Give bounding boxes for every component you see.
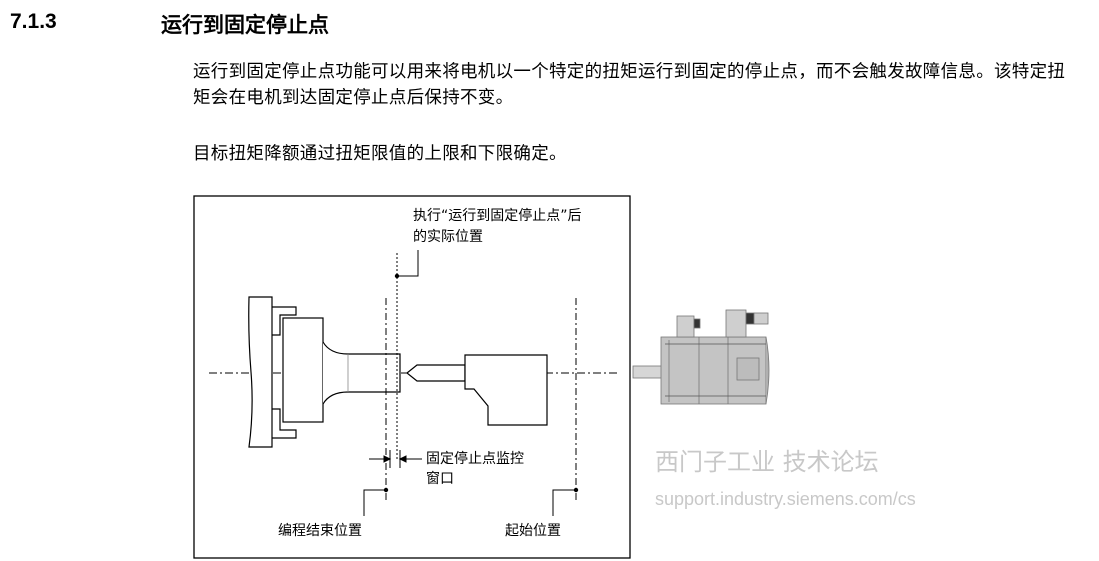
start-position-leader xyxy=(552,489,576,516)
label-actual-position-1: 执行“运行到固定停止点”后 xyxy=(413,207,582,224)
workpiece xyxy=(282,317,401,423)
figure-frame xyxy=(193,195,631,559)
section-title: 运行到固定停止点 xyxy=(161,13,329,37)
tailstock xyxy=(406,354,548,426)
label-start-position: 起始位置 xyxy=(505,523,561,539)
monitoring-window-marker xyxy=(369,450,422,468)
watermark-line2: support.industry.siemens.com/cs xyxy=(655,489,916,509)
paragraph-torque: 目标扭矩降额通过扭矩限值的上限和下限确定。 xyxy=(193,144,567,164)
programmed-end-leader xyxy=(363,489,386,516)
servo-motor-image xyxy=(632,309,770,405)
paragraph-description: 运行到固定停止点功能可以用来将电机以一个特定的扭矩运行到固定的停止点，而不会触发… xyxy=(193,62,1066,108)
watermark-line1: 西门子工业 技术论坛 xyxy=(655,448,879,476)
label-programmed-end: 编程结束位置 xyxy=(278,523,362,539)
chuck xyxy=(248,296,297,448)
label-monitoring-window-2: 窗口 xyxy=(426,470,454,487)
actual-position-leader xyxy=(397,250,419,277)
label-actual-position-2: 的实际位置 xyxy=(413,229,483,245)
watermark: 西门子工业 技术论坛 support.industry.siemens.com/… xyxy=(655,448,916,509)
section-number: 7.1.3 xyxy=(10,10,57,33)
label-monitoring-window-1: 固定停止点监控 xyxy=(426,450,524,467)
